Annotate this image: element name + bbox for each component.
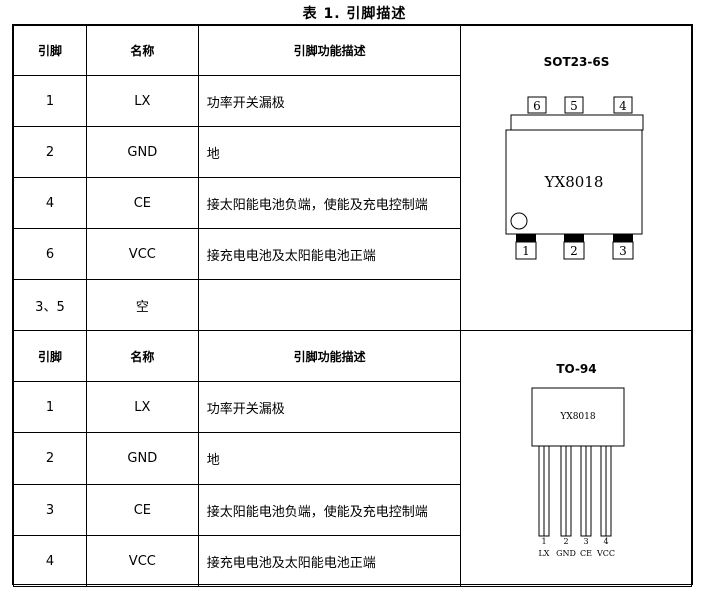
to-pin-name-2: GND [556,549,576,558]
sot-package-title: SOT23-6S [543,55,610,69]
sot-header-row: 引脚 名称 引脚功能描述 [13,25,692,331]
pin-desc: 接太阳能电池负端，使能及充电控制端 [197,484,462,536]
pin-number: 2 [13,126,87,178]
to-pin-number-4: 4 [603,537,608,546]
pin-table: 引脚 名称 引脚功能描述 1 LX 功率开关漏极 2 GND 地 4 CE 接太… [13,25,692,587]
pin1-marker-dot [510,212,528,230]
to-header-row: 引脚 名称 引脚功能描述 [13,330,692,587]
pin-name: LX [85,381,199,433]
table-row: 3、5 空 [13,279,692,331]
pin-lead-2 [564,234,584,242]
table-row: 2 GND 地 [13,432,692,485]
header-name: 名称 [85,330,199,382]
to-package-title: TO-94 [556,362,597,376]
pin-box-5 [564,96,584,114]
sot23-package-diagram: 6 5 4 YX8018 1 2 3 [505,96,644,260]
pin-label-6: 6 [533,99,541,113]
pin-number: 2 [13,432,87,485]
pin-description-table: 引脚 名称 引脚功能描述 1 LX 功率开关漏极 2 GND 地 4 CE 接太… [12,24,693,587]
pin-label-3: 3 [619,244,627,258]
to-pin-number-2: 2 [563,537,568,546]
pin-label-1: 1 [522,244,530,258]
to-chip-label: YX8018 [559,412,596,422]
pin-number: 4 [13,177,87,229]
pin-label-5: 5 [570,99,578,113]
pin-number: 1 [13,75,87,127]
pin-number: 3、5 [13,279,87,331]
to-body [531,387,625,447]
pin-box-4 [613,96,633,114]
to-pin-name-3: CE [580,549,592,558]
pin-box-3 [612,241,634,260]
header-pin: 引脚 [13,330,87,382]
pin-desc: 地 [197,126,462,178]
to94-package-diagram: YX8018 1 2 3 4 LX GND CE VCC [531,387,625,558]
pin-name: LX [85,75,199,127]
pin-name: VCC [85,228,199,280]
to-pin-name-1: LX [538,549,549,558]
pin-desc: 功率开关漏极 [197,75,462,127]
table-row: 3 CE 接太阳能电池负端，使能及充电控制端 [13,484,692,536]
pin-desc: 地 [197,432,462,485]
pin-box-2 [563,241,585,260]
pin-desc: 接太阳能电池负端，使能及充电控制端 [197,177,462,229]
to-pin-number-3: 3 [583,537,588,546]
table-caption: 表 1. 引脚描述 [302,6,407,22]
pin-box-6 [527,96,547,114]
pin-name: CE [85,484,199,536]
table-row: 4 VCC 接充电电池及太阳能电池正端 [13,535,692,587]
table-row: 1 LX 功率开关漏极 [13,381,692,433]
pin-desc: 功率开关漏极 [197,381,462,433]
to-diagram-cell [460,330,692,587]
pin-desc: 接充电电池及太阳能电池正端 [197,228,462,280]
pin-desc [197,279,462,331]
table-row: 6 VCC 接充电电池及太阳能电池正端 [13,228,692,280]
sot-body [505,129,643,235]
pin-lead-3 [613,234,633,242]
sot-chip-label: YX8018 [544,173,604,191]
to-pin-name-4: VCC [596,549,615,558]
to-pin-number-1: 1 [541,537,546,546]
pin-name: GND [85,432,199,485]
pin-lead-1 [516,234,536,242]
pin-label-2: 2 [570,244,578,258]
pin-box-1 [515,241,537,260]
table-row: 1 LX 功率开关漏极 [13,75,692,127]
pin-number: 1 [13,381,87,433]
pin-number: 6 [13,228,87,280]
header-desc: 引脚功能描述 [197,25,462,76]
pin-name: 空 [85,279,199,331]
header-desc: 引脚功能描述 [197,330,462,382]
table-row: 4 CE 接太阳能电池负端，使能及充电控制端 [13,177,692,229]
pin-name: CE [85,177,199,229]
header-name: 名称 [85,25,199,76]
sot-body-top-band [510,114,644,131]
pin-number: 3 [13,484,87,536]
pin-number: 4 [13,535,87,587]
pin-label-4: 4 [619,99,627,113]
header-pin: 引脚 [13,25,87,76]
pin-desc: 接充电电池及太阳能电池正端 [197,535,462,587]
pin-name: GND [85,126,199,178]
pin-name: VCC [85,535,199,587]
